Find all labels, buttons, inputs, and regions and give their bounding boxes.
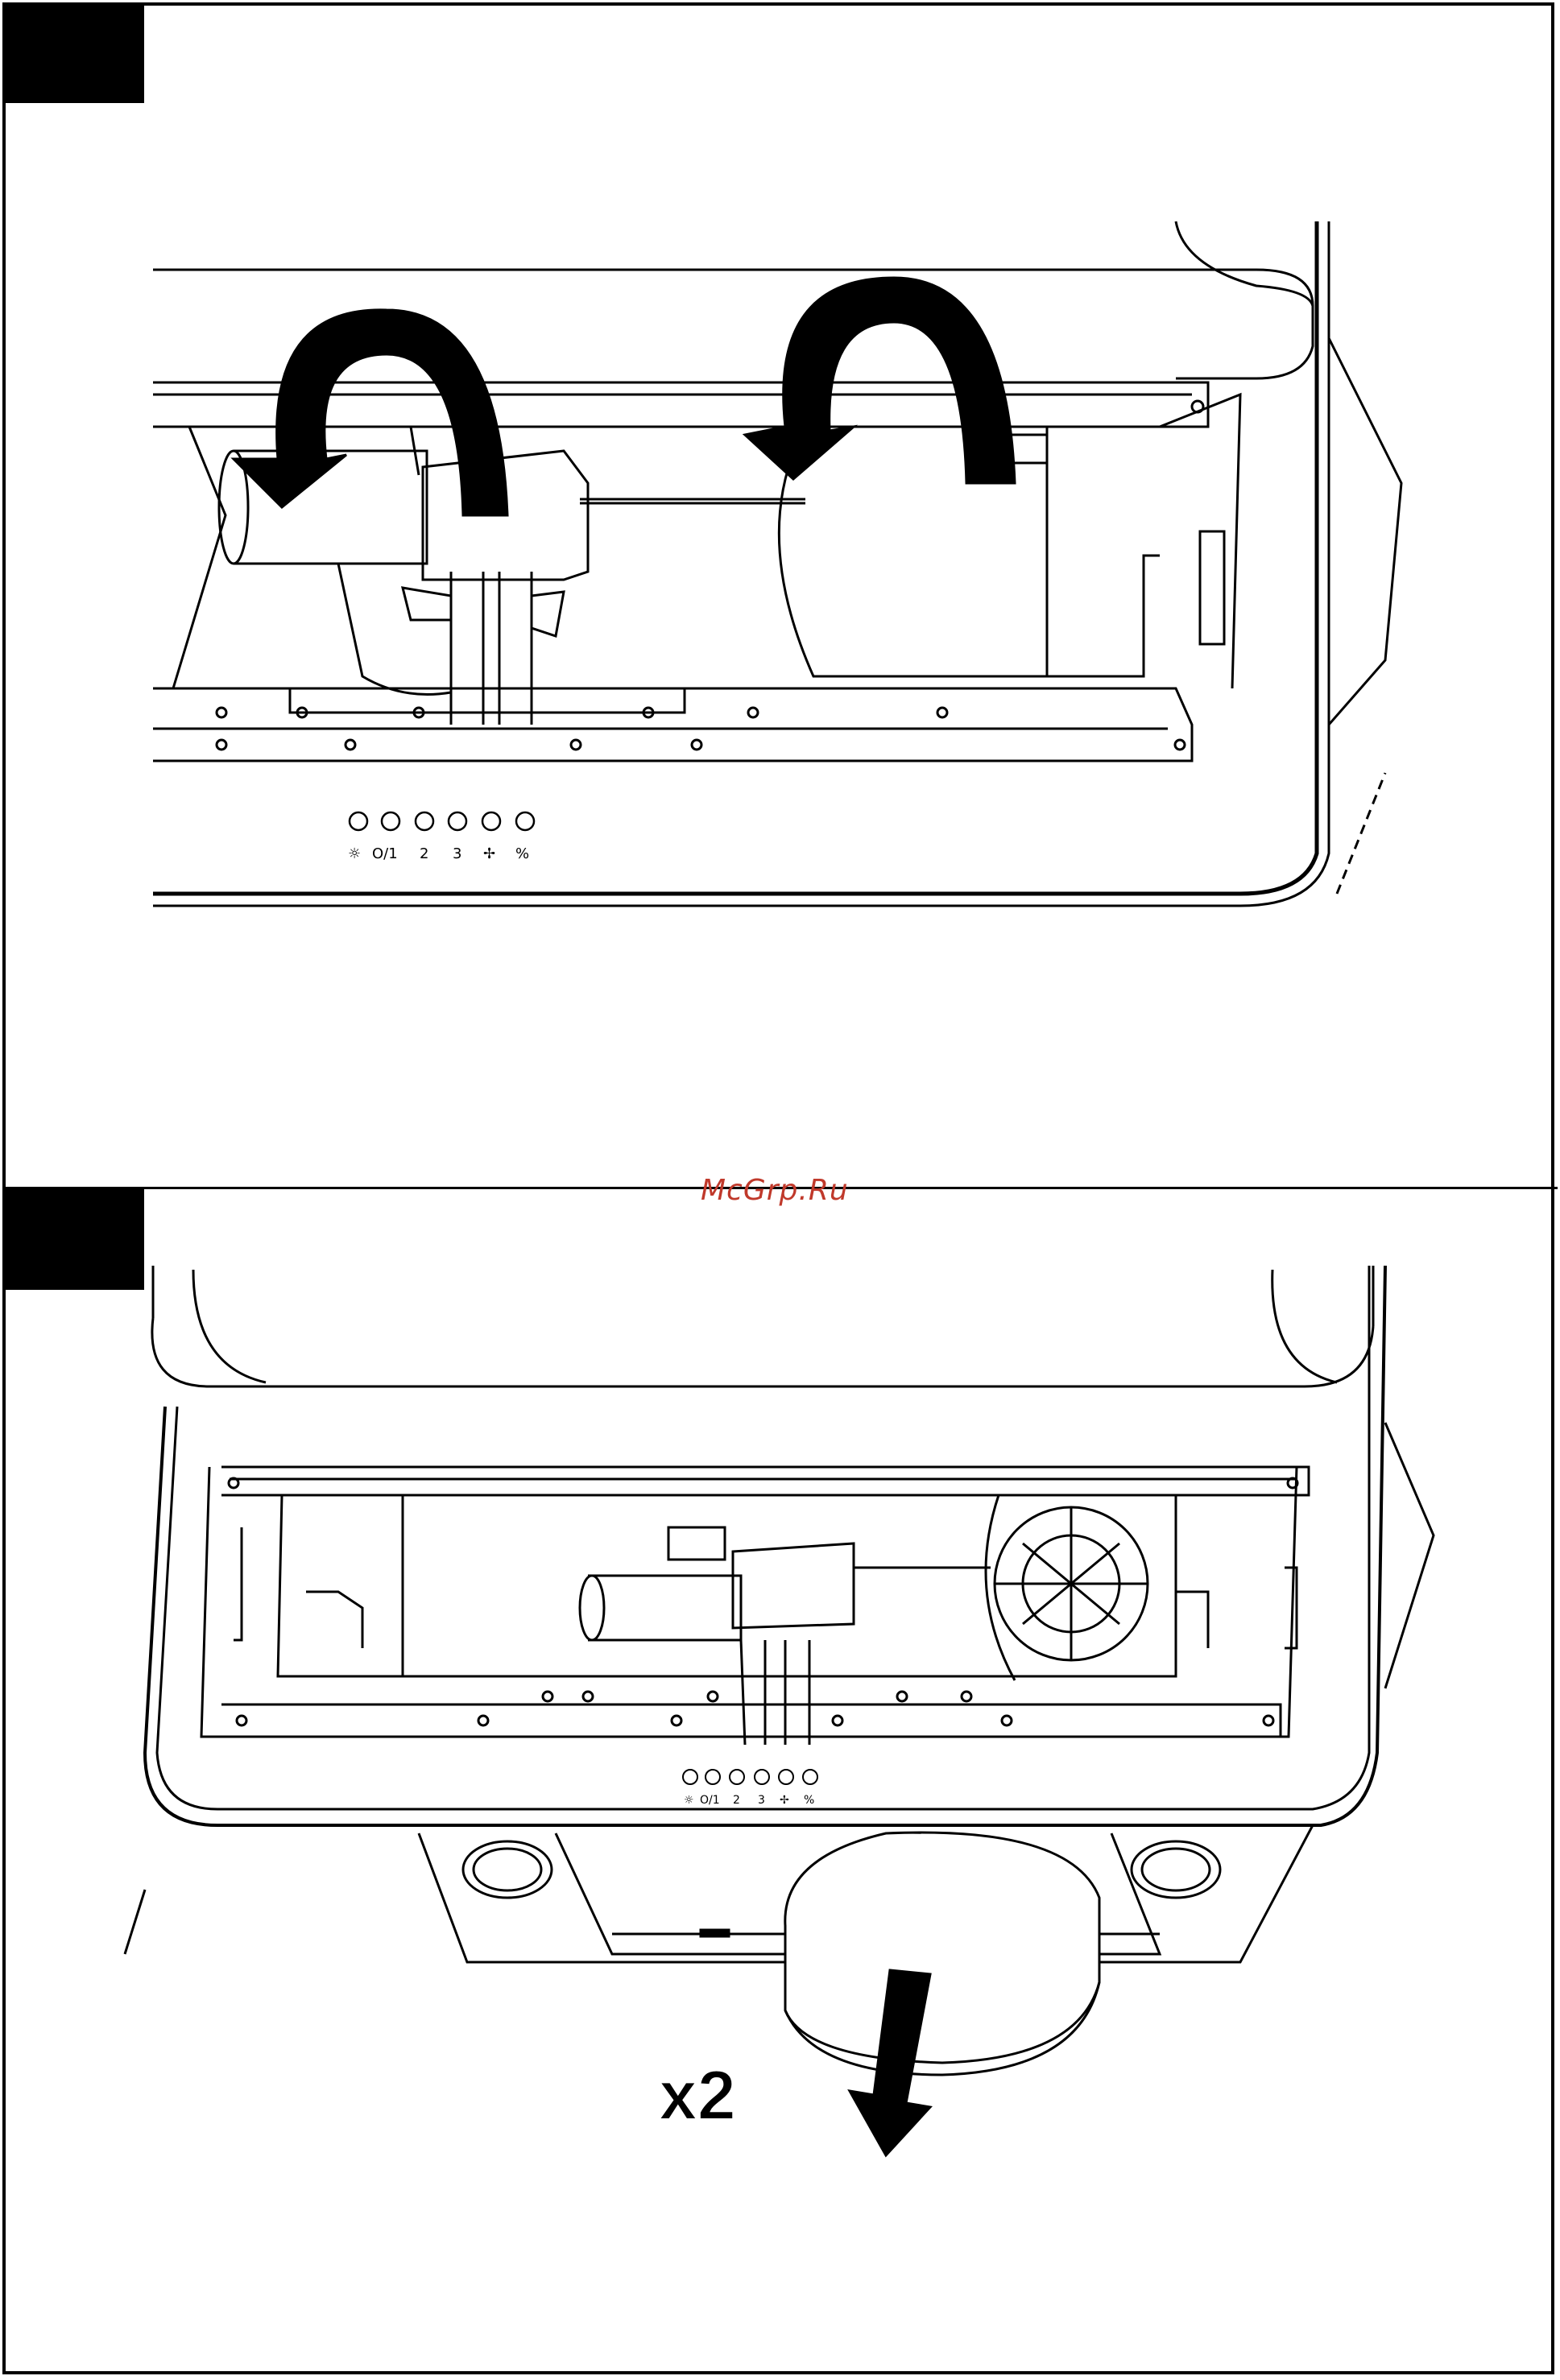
fan-icon: ✢: [483, 845, 495, 862]
fan-icon: ✢: [780, 1794, 789, 1807]
timer-icon: %: [804, 1794, 814, 1807]
power-speed-1-icon: O/1: [700, 1794, 720, 1807]
light-icon: ☼: [684, 1794, 694, 1807]
grease-filter-disc: [785, 1833, 1099, 2075]
watermark: McGrp.Ru: [701, 1174, 849, 1207]
control-panel: [683, 1770, 817, 1784]
speed-3-icon: 3: [758, 1794, 765, 1807]
rotate-arrow-right: [745, 278, 1015, 483]
speed-3-icon: 3: [453, 845, 461, 862]
fan-wheel-right: [986, 1495, 1148, 1680]
light-icon: ☼: [348, 845, 361, 862]
timer-icon: %: [515, 845, 529, 862]
front-rail: [201, 1467, 1309, 1737]
rotate-arrow-left: [234, 310, 507, 515]
speed-2-icon: 2: [420, 845, 428, 862]
control-panel: [350, 812, 534, 830]
power-speed-1-icon: O/1: [372, 845, 398, 862]
hood-body: [125, 1266, 1434, 1954]
step-2-illustration: ☼ O/1 2 3 ✢ % x2: [0, 1189, 1560, 2377]
hood-top-outline: [152, 1266, 1373, 1386]
speed-2-icon: 2: [733, 1794, 740, 1807]
quantity-label: x2: [659, 2057, 736, 2134]
step-1-illustration: ☼ O/1 2 3 ✢ %: [0, 0, 1560, 1187]
inner-frame: [173, 395, 1240, 713]
motor-assembly: [580, 1527, 991, 1745]
